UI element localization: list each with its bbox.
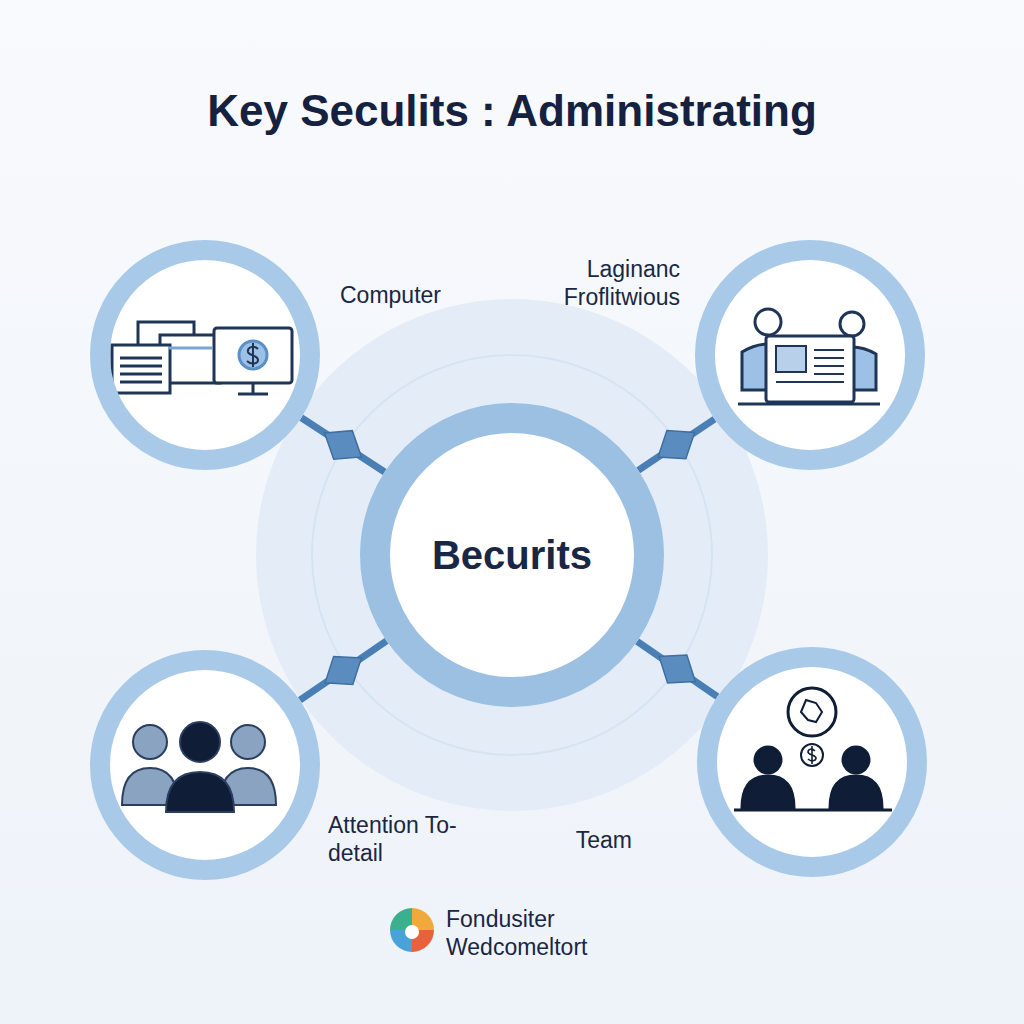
- circle-outline: [90, 650, 320, 880]
- circle-outline: [90, 240, 320, 470]
- connector-group: [637, 641, 717, 696]
- ring: [705, 250, 915, 460]
- connector: [300, 641, 387, 700]
- skill-label: Computer: [340, 282, 480, 310]
- people-laptop-icon: [738, 309, 880, 404]
- skill-label: Team: [522, 827, 632, 855]
- footer-brand: Fondusiter Wedcomeltort: [446, 906, 636, 961]
- skill-circle: Attention To-detail: [90, 650, 320, 880]
- skill-circle: Laginanc Froflitwious: [695, 240, 925, 470]
- ring: [100, 660, 310, 870]
- skill-label: Laginanc Froflitwious: [520, 256, 680, 311]
- connector-group: [300, 641, 387, 700]
- team-icon: [734, 688, 892, 810]
- halo-ring: [312, 355, 712, 755]
- connector-group: [638, 418, 714, 471]
- connector-diamond: [649, 418, 704, 471]
- connector-diamond: [315, 419, 370, 472]
- center-circle: Becurits: [360, 403, 664, 707]
- logo-mark: [390, 908, 434, 952]
- disc: [99, 249, 311, 461]
- disc: [706, 656, 918, 868]
- connector-diamond: [315, 644, 371, 697]
- title: Key Seculits : Administrating: [0, 86, 1024, 136]
- skill-label: Attention To-detail: [328, 812, 478, 867]
- connector-diamond: [649, 643, 705, 696]
- connector-group: [301, 418, 384, 472]
- connector: [301, 418, 384, 472]
- circle-outline: [695, 240, 925, 470]
- computer-icon: [112, 322, 292, 394]
- skill-circle: Computer: [90, 240, 320, 470]
- connector: [637, 641, 717, 696]
- halo: [256, 299, 768, 811]
- disc: [99, 659, 311, 871]
- skill-circle: Team: [697, 647, 927, 877]
- connector: [638, 419, 714, 470]
- circle-outline: [697, 647, 927, 877]
- ring: [707, 657, 917, 867]
- group-icon: [122, 722, 276, 812]
- center-label: Becurits: [360, 531, 664, 579]
- disc: [704, 249, 916, 461]
- ring: [100, 250, 310, 460]
